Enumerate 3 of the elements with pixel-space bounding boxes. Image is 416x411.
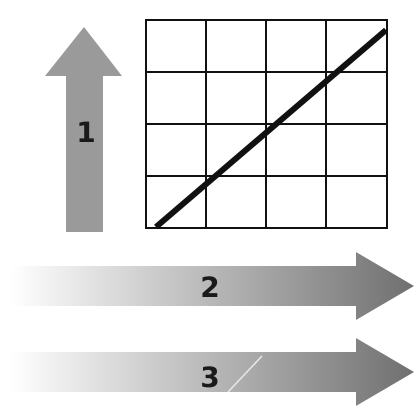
callout-number: 1 [76, 119, 96, 147]
callout-number: 3 [200, 364, 220, 392]
callout-number: 2 [200, 274, 220, 302]
